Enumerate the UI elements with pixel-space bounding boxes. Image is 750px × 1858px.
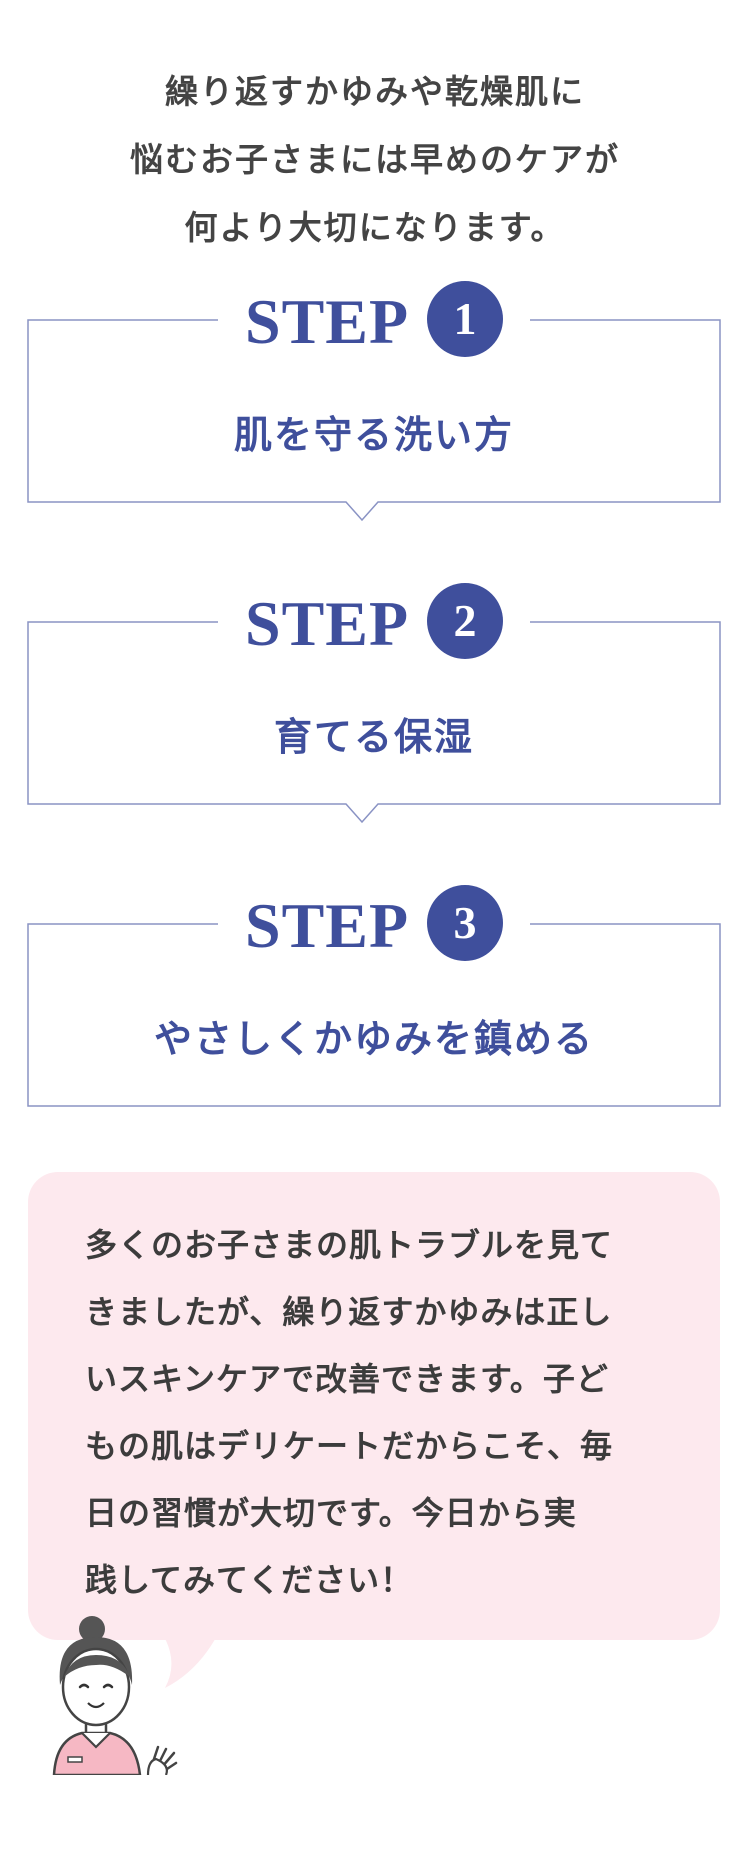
- speech-bubble: 多くのお子さまの肌トラブルを見て きましたが、繰り返すかゆみは正し いスキンケア…: [28, 1172, 720, 1640]
- step-number-badge: 1: [427, 281, 504, 357]
- message-line: もの肌はデリケートだからこそ、毎: [85, 1427, 614, 1465]
- step-number-badge: 3: [427, 885, 504, 961]
- intro-text: 繰り返すかゆみや乾燥肌に 悩むお子さまには早めのケアが 何より大切になります。: [0, 58, 750, 262]
- step-frame: [27, 923, 721, 1107]
- message-line: いスキンケアで改善できます。子ど: [85, 1360, 609, 1398]
- waving-hand-icon: [146, 1745, 178, 1775]
- message-text: 多くのお子さまの肌トラブルを見て きましたが、繰り返すかゆみは正し いスキンケア…: [85, 1212, 675, 1614]
- step-label: STEP: [244, 588, 410, 659]
- message-line: 践してみてください！: [85, 1561, 414, 1599]
- step-frame: [27, 319, 721, 522]
- step-label: STEP: [244, 286, 410, 357]
- step-title: 肌を守る洗い方: [233, 413, 514, 457]
- step-label: STEP: [244, 890, 410, 961]
- step-title: 育てる保湿: [273, 715, 474, 759]
- nurse-avatar-icon: [52, 1616, 178, 1775]
- intro-line: 悩むお子さまには早めのケアが: [130, 140, 620, 179]
- intro-line: 何より大切になります。: [184, 208, 566, 247]
- intro-line: 繰り返すかゆみや乾燥肌に: [165, 72, 585, 111]
- bubble-tail: [160, 1630, 220, 1688]
- step-number-badge: 2: [427, 583, 504, 659]
- message-line: きましたが、繰り返すかゆみは正し: [85, 1293, 613, 1331]
- step-frame: [27, 621, 721, 824]
- message-line: 多くのお子さまの肌トラブルを見て: [85, 1226, 614, 1264]
- message-line: 日の習慣が大切です。今日から実: [85, 1494, 577, 1532]
- step-title: やさしくかゆみを鎮める: [153, 1017, 594, 1061]
